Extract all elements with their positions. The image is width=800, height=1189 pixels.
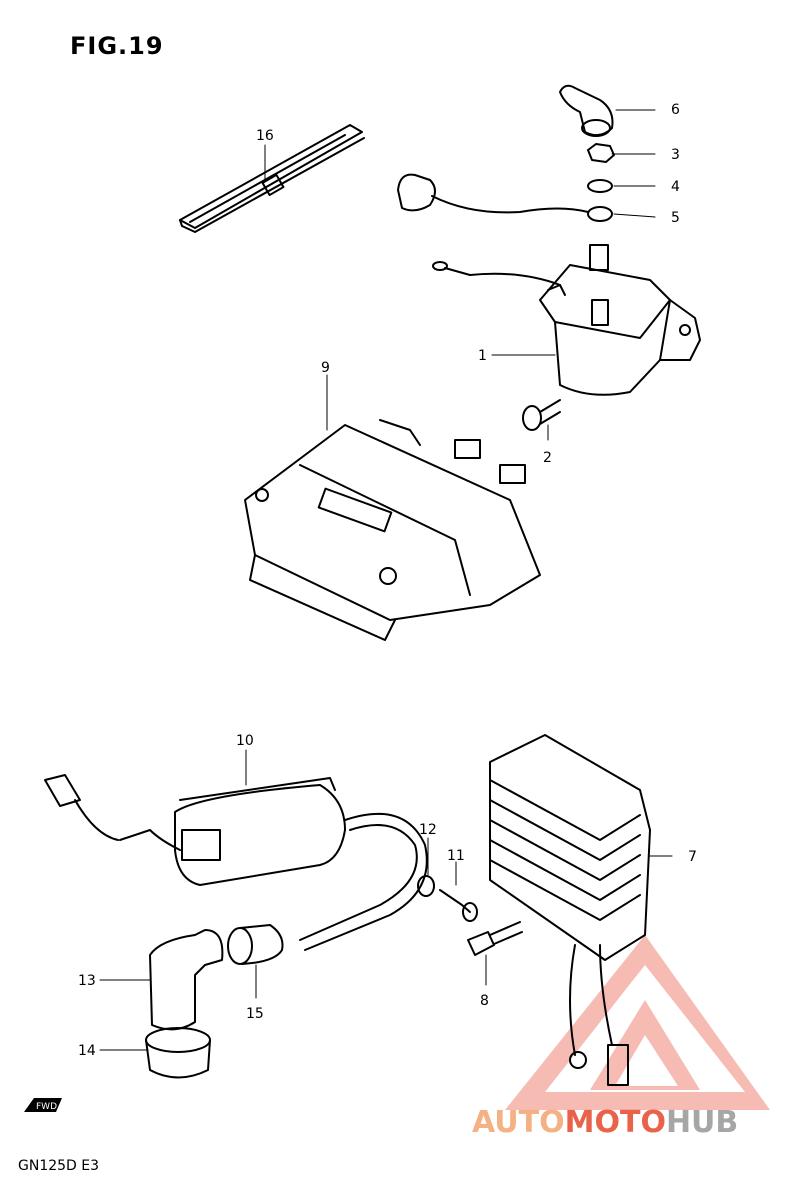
watermark-logo-icon	[505, 935, 770, 1110]
forward-arrow-icon: FWD	[22, 1094, 64, 1123]
ignitor-unit-part-9	[244, 419, 541, 641]
watermark-part-3: HUB	[665, 1105, 739, 1140]
callout-5: 5	[671, 210, 680, 226]
terminal-cap-part-6	[559, 84, 614, 137]
watermark-text: AUTOMOTOHUB	[472, 1105, 738, 1140]
callout-10: 10	[236, 733, 254, 749]
callout-12: 12	[419, 822, 437, 838]
bolt-part-8	[467, 921, 523, 956]
figure-title: FIG.19	[70, 32, 164, 60]
callout-11: 11	[447, 848, 465, 864]
callout-9: 9	[321, 360, 330, 376]
screw-part-11	[439, 889, 478, 922]
model-label: GN125D E3	[18, 1158, 100, 1174]
leader-lines	[99, 109, 673, 1051]
callout-1: 1	[478, 348, 487, 364]
band-part-16	[179, 124, 365, 233]
callout-7: 7	[688, 849, 697, 865]
lock-washer-part-4	[587, 179, 613, 193]
terminal-lead-part-5	[397, 173, 613, 222]
callout-15: 15	[246, 1006, 264, 1022]
forward-marker-text: FWD	[36, 1102, 57, 1112]
starter-relay-part-1	[432, 244, 701, 396]
ignition-coil-part-10	[44, 774, 428, 951]
callout-8: 8	[480, 993, 489, 1009]
callout-6: 6	[671, 102, 680, 118]
callouts: 16 6 3 4 5 1 2 9 10 12 11 7 8 13 14 15	[78, 102, 697, 1059]
callout-2: 2	[543, 450, 552, 466]
callout-14: 14	[78, 1043, 96, 1059]
callout-3: 3	[671, 147, 680, 163]
washer-part-12	[417, 875, 435, 897]
callout-16: 16	[256, 128, 274, 144]
watermark-part-2: MOTO	[564, 1105, 666, 1140]
screw-part-2	[522, 399, 561, 431]
callout-4: 4	[671, 179, 680, 195]
cord-seal-part-15	[227, 924, 284, 965]
spark-plug-cap-part-13	[149, 929, 224, 1031]
watermark-part-1: AUTO	[472, 1105, 565, 1140]
nut-part-3	[587, 143, 615, 163]
plug-cap-cover-part-14	[145, 1027, 211, 1079]
regulator-rectifier-part-7	[489, 734, 651, 1086]
callout-13: 13	[78, 973, 96, 989]
